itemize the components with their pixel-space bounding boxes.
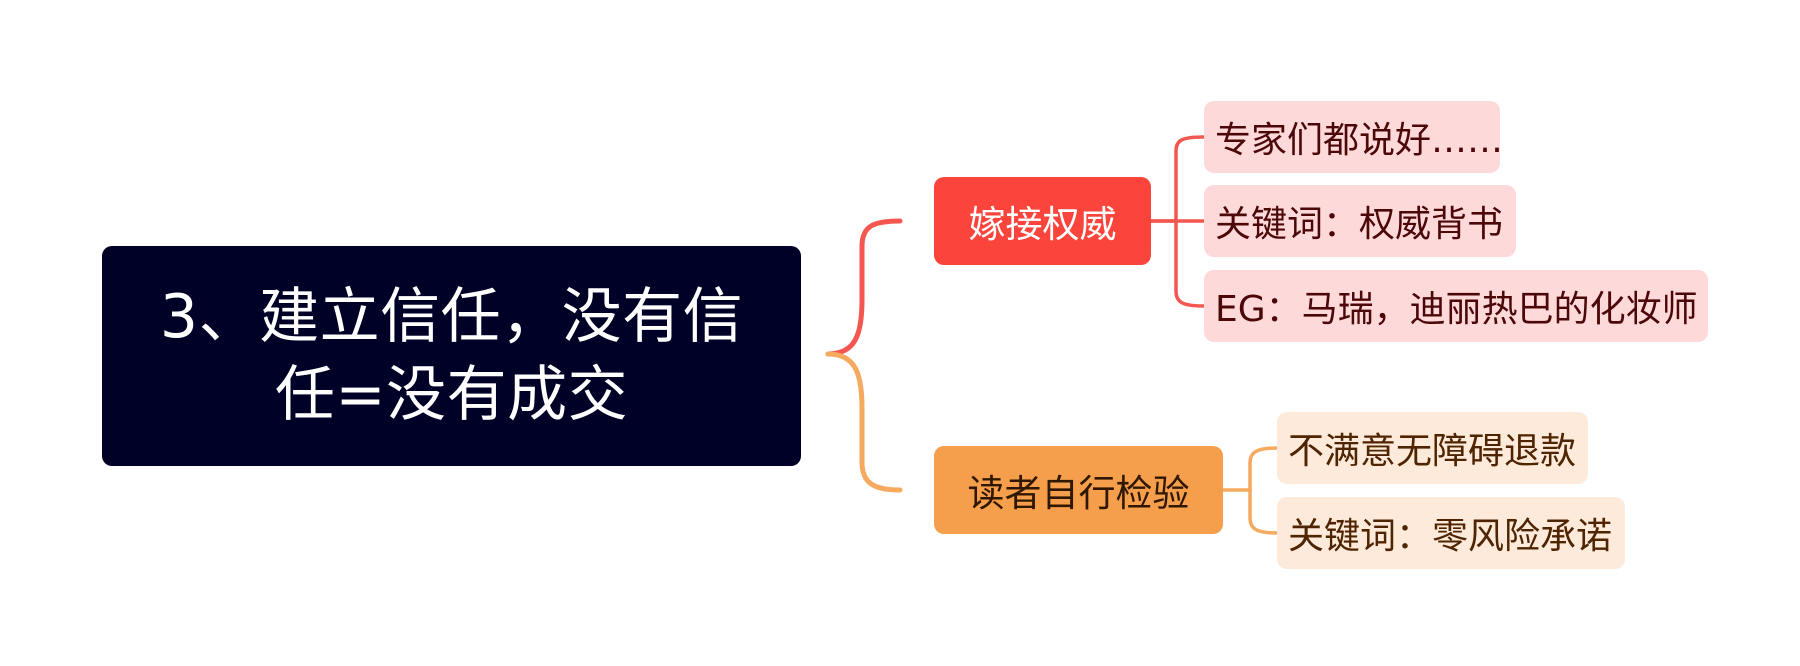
subtopic-refund-label: 不满意无障碍退款 <box>1288 431 1577 472</box>
branch-topic-authority-label: 嫁接权威 <box>968 203 1117 246</box>
subtopic-example-label: EG：马瑞，迪丽热巴的化妆师 <box>1215 289 1698 330</box>
branch-2-to-leaf-4-connector <box>1221 446 1279 492</box>
branch-1-to-leaf-1-connector <box>1149 135 1206 223</box>
root-to-branch-1-connector <box>825 218 903 357</box>
branch-topic-authority[interactable]: 嫁接权威 <box>934 177 1151 265</box>
branch-topic-reader-verification[interactable]: 读者自行检验 <box>934 446 1223 534</box>
subtopic-zero-risk-keyword[interactable]: 关键词：零风险承诺 <box>1277 497 1625 569</box>
root-to-branch-2-connector <box>825 351 903 493</box>
subtopic-zero-risk-keyword-label: 关键词：零风险承诺 <box>1288 516 1613 557</box>
branch-2-to-leaf-5-connector <box>1248 488 1279 535</box>
branch-topic-reader-verification-label: 读者自行检验 <box>967 472 1190 515</box>
subtopic-experts-praise-label: 专家们都说好…… <box>1215 120 1504 161</box>
subtopic-refund[interactable]: 不满意无障碍退款 <box>1277 412 1588 484</box>
subtopic-authority-keyword-label: 关键词：权威背书 <box>1215 204 1504 245</box>
root-topic-title: 3、建立信任，没有信任=没有成交 <box>159 282 744 430</box>
subtopic-authority-keyword[interactable]: 关键词：权威背书 <box>1204 185 1516 257</box>
branch-1-to-leaf-3-connector <box>1174 219 1206 308</box>
subtopic-experts-praise[interactable]: 专家们都说好…… <box>1204 101 1504 173</box>
root-topic[interactable]: 3、建立信任，没有信任=没有成交 <box>102 246 801 466</box>
subtopic-example[interactable]: EG：马瑞，迪丽热巴的化妆师 <box>1204 270 1708 342</box>
